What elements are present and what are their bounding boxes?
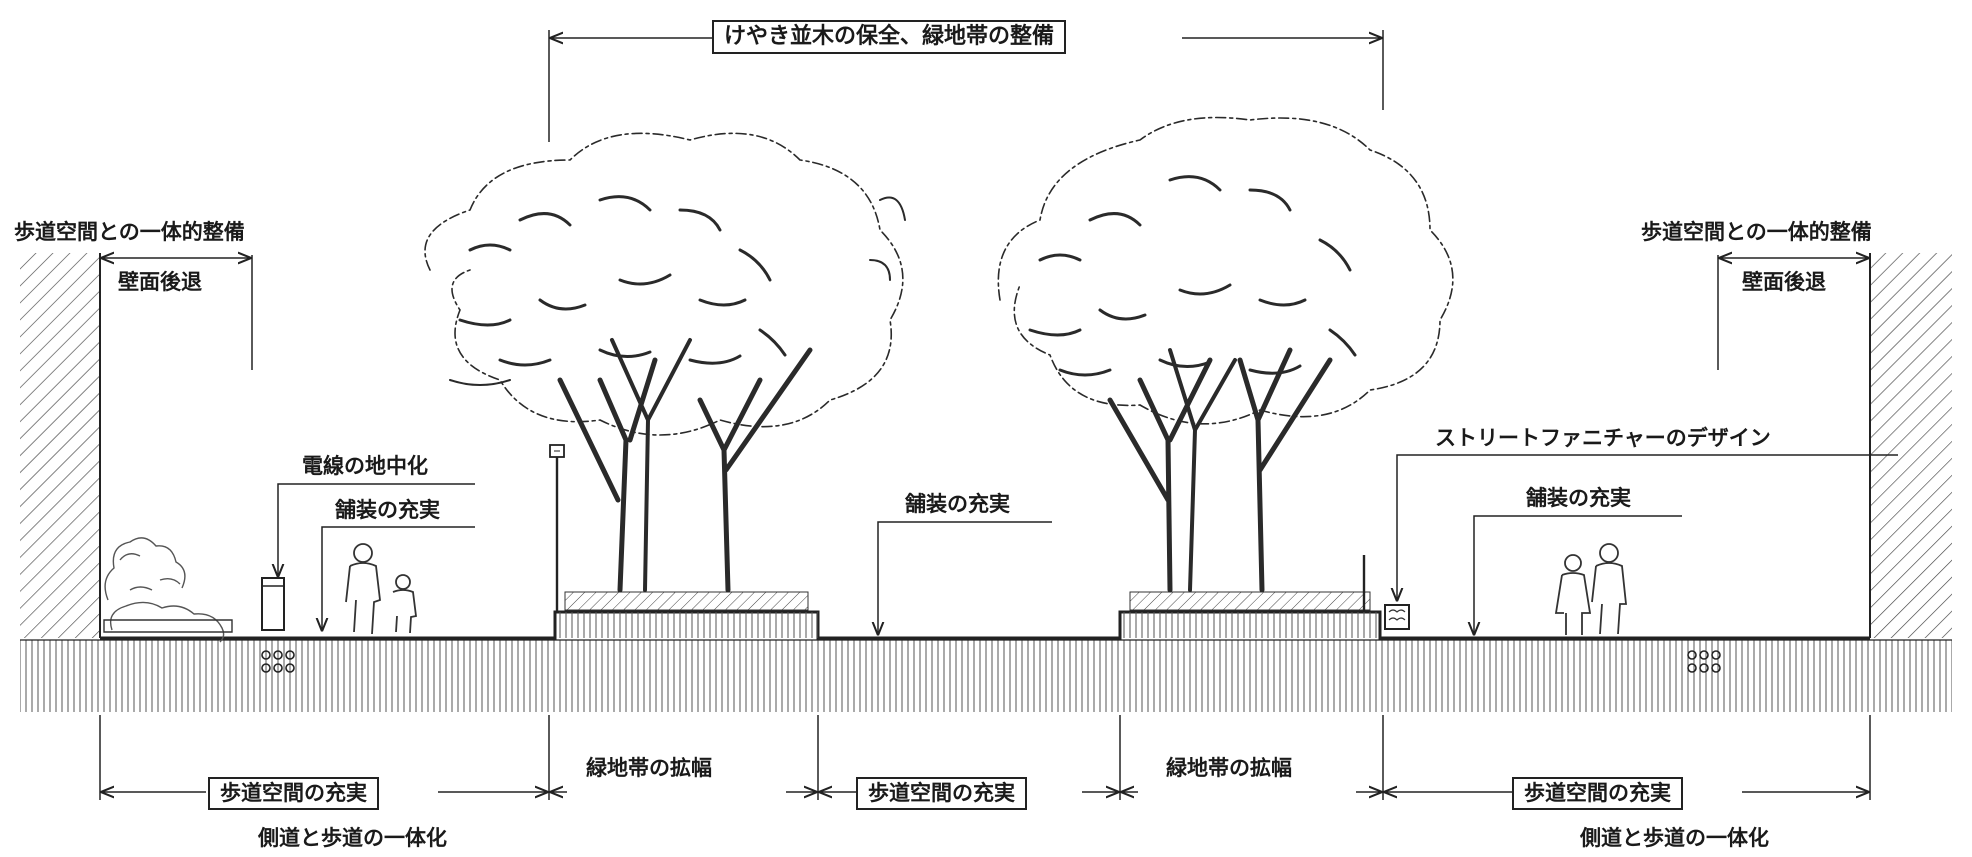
setback-dimension-right bbox=[1717, 255, 1868, 370]
bottom-dimension-ticks bbox=[99, 715, 1871, 800]
utility-cabinet-icon bbox=[261, 577, 285, 631]
right-paving-label: 舗装の充実 bbox=[1526, 486, 1631, 510]
street-lamp-pole-icon bbox=[549, 444, 565, 612]
right-setback-label: 壁面後退 bbox=[1742, 270, 1826, 294]
right-building-wall bbox=[1869, 253, 1952, 638]
street-furniture-icon bbox=[1384, 604, 1410, 630]
left-building-wall bbox=[20, 253, 101, 638]
center-paving-label: 舗装の充実 bbox=[905, 492, 1010, 516]
leader-lines-right bbox=[1397, 454, 1898, 634]
leader-line-center bbox=[878, 521, 1052, 634]
bottom-right-note: 側道と歩道の一体化 bbox=[1580, 826, 1769, 850]
zelkova-tree-left bbox=[424, 132, 906, 593]
bottom-segment-2: 緑地帯の拡幅 bbox=[586, 756, 712, 780]
right-integration-label: 歩道空間との一体的整備 bbox=[1641, 220, 1872, 244]
bottom-segment-5: 歩道空間の充実 bbox=[1512, 777, 1683, 810]
underground-cables-right-icon bbox=[1687, 650, 1721, 673]
right-furniture-label: ストリートファニチャーのデザイン bbox=[1435, 426, 1771, 450]
left-shrubs bbox=[103, 537, 233, 643]
bottom-left-note: 側道と歩道の一体化 bbox=[258, 826, 447, 850]
setback-dimension-left bbox=[99, 255, 253, 370]
top-title-label: けやき並木の保全、緑地帯の整備 bbox=[712, 20, 1067, 54]
top-dimension-line bbox=[548, 30, 1384, 142]
bottom-segment-3: 歩道空間の充実 bbox=[856, 777, 1027, 810]
pedestrians-right-icon bbox=[1554, 543, 1627, 635]
ground-section bbox=[20, 610, 1952, 712]
bottom-segment-1: 歩道空間の充実 bbox=[208, 777, 379, 810]
left-undergrounding-label: 電線の地中化 bbox=[302, 454, 428, 478]
left-paving-label: 舗装の充実 bbox=[335, 498, 440, 522]
zelkova-tree-right bbox=[997, 116, 1454, 593]
leader-lines-left bbox=[278, 483, 475, 630]
pedestrians-left-icon bbox=[345, 543, 417, 635]
planter-left bbox=[564, 591, 809, 611]
bottom-segment-4: 緑地帯の拡幅 bbox=[1166, 756, 1292, 780]
left-setback-label: 壁面後退 bbox=[118, 270, 202, 294]
underground-cables-left-icon bbox=[261, 650, 295, 673]
left-integration-label: 歩道空間との一体的整備 bbox=[14, 220, 245, 244]
planter-right bbox=[1129, 591, 1371, 611]
